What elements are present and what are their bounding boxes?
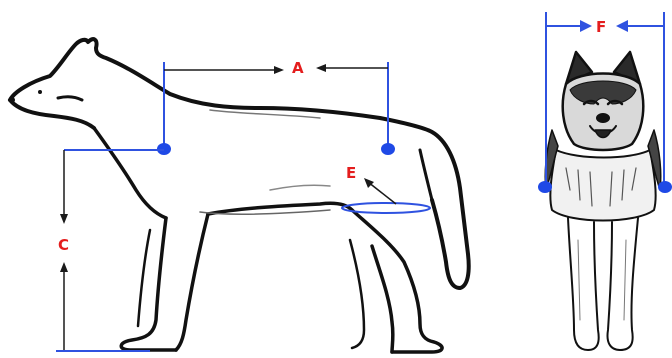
e-girth-ellipse [341, 202, 431, 214]
measurement-f: F [538, 12, 672, 193]
c-up-arrowhead [60, 262, 68, 272]
f-right-arrowhead [616, 20, 628, 32]
measurement-a: A [157, 59, 395, 155]
e-arrow-line [367, 181, 397, 205]
label-e: E [346, 164, 356, 182]
a-right-dot [381, 143, 395, 155]
a-left-arrowhead [274, 66, 284, 74]
label-f: F [596, 18, 606, 36]
f-left-arrowhead [580, 20, 592, 32]
a-right-arrowhead [316, 64, 326, 72]
measurement-c: C [56, 149, 164, 352]
dog-side-sketch [8, 37, 471, 354]
dog-front-sketch [544, 50, 662, 351]
c-down-arrowhead [60, 214, 68, 224]
label-c: C [58, 236, 69, 254]
label-a: A [292, 59, 304, 77]
f-right-dot [658, 181, 672, 193]
f-left-dot [538, 181, 552, 193]
measurement-e: E [341, 164, 431, 214]
e-arrowhead [364, 178, 374, 188]
